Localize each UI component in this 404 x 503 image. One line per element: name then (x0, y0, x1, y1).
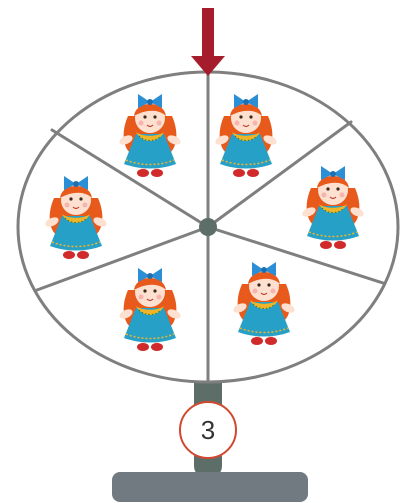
pointer-arrow-icon (191, 8, 225, 76)
number-badge-label: 3 (201, 415, 215, 445)
center-hub (199, 218, 217, 236)
number-badge: 3 (180, 402, 236, 458)
stand-base (112, 472, 308, 502)
